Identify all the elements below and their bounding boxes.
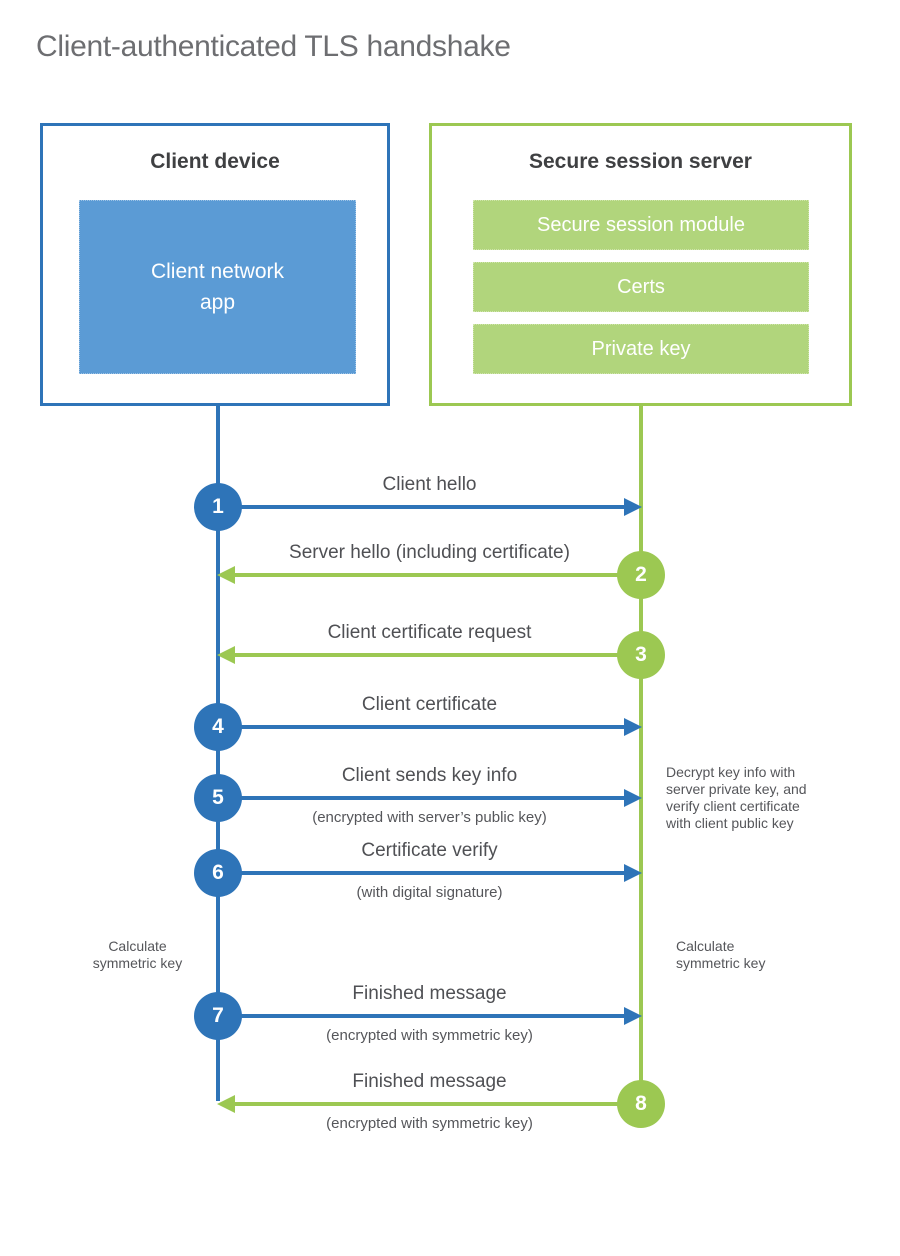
arrow-head-right-icon	[624, 718, 642, 736]
step-2-number: 2	[635, 563, 647, 586]
client-network-app-box: Client network app	[79, 200, 356, 374]
step-2-label: Server hello (including certificate)	[289, 542, 570, 563]
arrow-shaft	[218, 796, 627, 800]
client-device-title: Client device	[150, 150, 280, 173]
step-7-badge: 7	[194, 992, 242, 1040]
step-1-label: Client hello	[382, 474, 477, 495]
step-4-number: 4	[212, 715, 224, 738]
step-7-sublabel: (encrypted with symmetric key)	[326, 1027, 533, 1044]
arrow-head-right-icon	[624, 1007, 642, 1025]
step-3-number: 3	[635, 643, 647, 666]
arrow-head-left-icon	[217, 1095, 235, 1113]
step-7-label: Finished message	[352, 983, 507, 1004]
arrow-shaft	[232, 653, 641, 657]
arrow-head-left-icon	[217, 646, 235, 664]
arrow-shaft	[218, 1014, 627, 1018]
step-6-badge: 6	[194, 849, 242, 897]
arrow-shaft	[218, 725, 627, 729]
arrow-head-right-icon	[624, 864, 642, 882]
step-8-badge: 8	[617, 1080, 665, 1128]
arrow-shaft	[218, 505, 627, 509]
client-network-app-label: Client network app	[150, 259, 285, 315]
step-4-label: Client certificate	[361, 694, 498, 715]
step-8-sublabel: (encrypted with symmetric key)	[326, 1115, 533, 1132]
step-1-badge: 1	[194, 483, 242, 531]
server-module-secure-session: Secure session module	[473, 200, 809, 250]
step-4-badge: 4	[194, 703, 242, 751]
decrypt-key-note: Decrypt key info with server private key…	[666, 764, 807, 831]
calculate-symmetric-key-server-note: Calculate symmetric key	[676, 938, 766, 971]
server-title: Secure session server	[529, 150, 752, 173]
arrow-shaft	[232, 573, 641, 577]
arrow-head-left-icon	[217, 566, 235, 584]
client-lifeline	[216, 405, 220, 1101]
arrow-shaft	[218, 871, 627, 875]
step-6-sublabel: (with digital signature)	[356, 884, 503, 901]
client-device-box: Client device Client network app	[40, 123, 390, 406]
arrow-head-right-icon	[624, 789, 642, 807]
step-5-number: 5	[212, 786, 224, 809]
step-6-number: 6	[212, 861, 224, 884]
arrow-shaft	[232, 1102, 641, 1106]
step-5-sublabel: (encrypted with server’s public key)	[312, 809, 547, 826]
step-6-label: Certificate verify	[361, 840, 498, 861]
step-2-badge: 2	[617, 551, 665, 599]
step-5-badge: 5	[194, 774, 242, 822]
step-1-number: 1	[212, 495, 224, 518]
server-module-certs: Certs	[473, 262, 809, 312]
step-8-number: 8	[635, 1092, 647, 1115]
secure-session-server-box: Secure session server Secure session mod…	[429, 123, 852, 406]
server-lifeline	[639, 405, 643, 1104]
step-3-badge: 3	[617, 631, 665, 679]
server-module-private-key: Private key	[473, 324, 809, 374]
step-5-label: Client sends key info	[341, 765, 518, 786]
calculate-symmetric-key-client-note: Calculate symmetric key	[92, 938, 183, 971]
step-7-number: 7	[212, 1004, 224, 1027]
page-title: Client-authenticated TLS handshake	[36, 30, 511, 63]
step-3-label: Client certificate request	[327, 622, 532, 643]
arrow-head-right-icon	[624, 498, 642, 516]
step-8-label: Finished message	[352, 1071, 507, 1092]
